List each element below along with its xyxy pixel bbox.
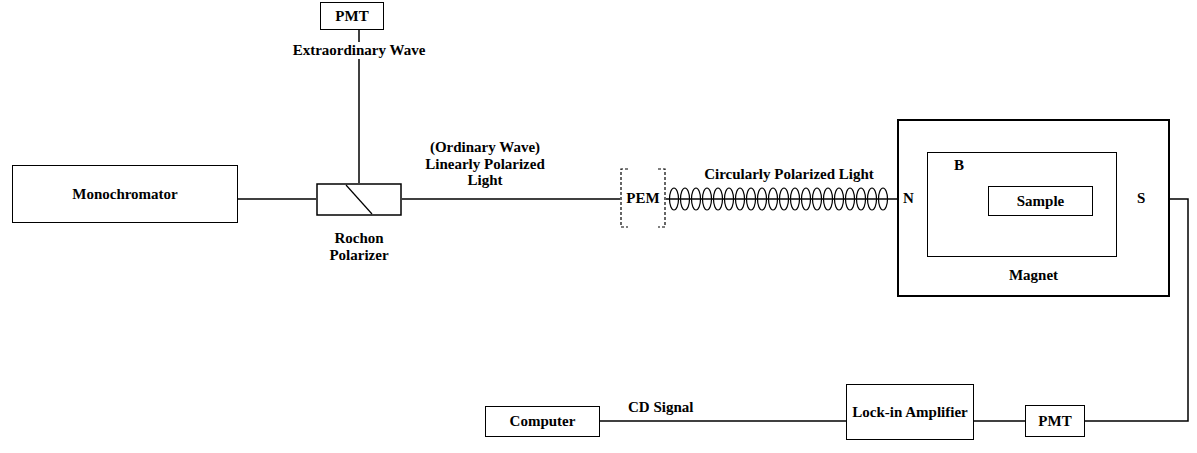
node-label: PEM [626, 190, 659, 207]
amplifier-box: Lock-in Amplifier [846, 384, 974, 440]
monochromator-box: Monochromator [12, 165, 238, 223]
beam-label: Circularly Polarized Light [684, 166, 894, 183]
node-label: PMT [335, 8, 368, 25]
node-label: Magnet [1009, 267, 1058, 284]
node-label: Computer [510, 413, 576, 430]
node-label: B [954, 157, 964, 174]
sample-box: Sample [988, 186, 1093, 216]
magnet-box: Magnet B Sample [897, 119, 1170, 297]
field-region: B Sample [927, 152, 1117, 257]
detector-box: PMT [320, 2, 384, 30]
computer-box: Computer [485, 406, 600, 437]
detector-box: PMT [1025, 405, 1085, 437]
beam-label: Extraordinary Wave [291, 42, 428, 59]
polarizer-prism: Rochon Polarizer [316, 183, 402, 263]
beam-line [974, 420, 1025, 422]
beam-line [666, 198, 897, 200]
node-label: Monochromator [72, 186, 178, 203]
beam-label: (Ordinary Wave) Linearly Polarized Light [410, 139, 560, 189]
beam-line [238, 198, 316, 200]
pole-label: N [903, 190, 914, 207]
node-label: PMT [1038, 413, 1071, 430]
node-label: Rochon Polarizer [316, 230, 402, 263]
node-label: Sample [1017, 193, 1065, 210]
beam-line [402, 198, 620, 200]
beam-line [600, 420, 846, 422]
prism-outline [316, 183, 402, 217]
modulator-bracket: PEM [620, 168, 666, 228]
beam-label: CD Signal [626, 399, 695, 416]
node-label: Lock-in Amplifier [852, 404, 967, 421]
pole-label: S [1137, 190, 1145, 207]
